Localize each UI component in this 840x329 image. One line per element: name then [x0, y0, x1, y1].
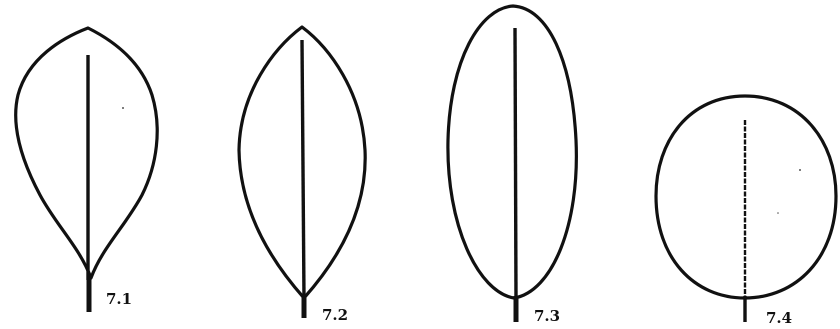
scan-speck: [122, 107, 124, 109]
leaf-figure-7-1: 7.1: [16, 28, 158, 312]
scan-speck: [799, 169, 801, 171]
midrib: [515, 28, 516, 298]
leaf-figure-7-2: 7.2: [239, 27, 365, 324]
scan-speck: [777, 212, 779, 214]
leaf-figure-7-3: 7.3: [448, 6, 576, 325]
figure-label-7-4: 7.4: [766, 309, 792, 327]
midrib: [302, 40, 304, 298]
leaf-outline-oblong: [448, 6, 576, 298]
leaf-figure-7-4: 7.4: [656, 96, 836, 327]
figure-label-7-1: 7.1: [106, 290, 132, 308]
figure-label-7-2: 7.2: [322, 306, 348, 324]
figure-label-7-3: 7.3: [534, 307, 560, 325]
